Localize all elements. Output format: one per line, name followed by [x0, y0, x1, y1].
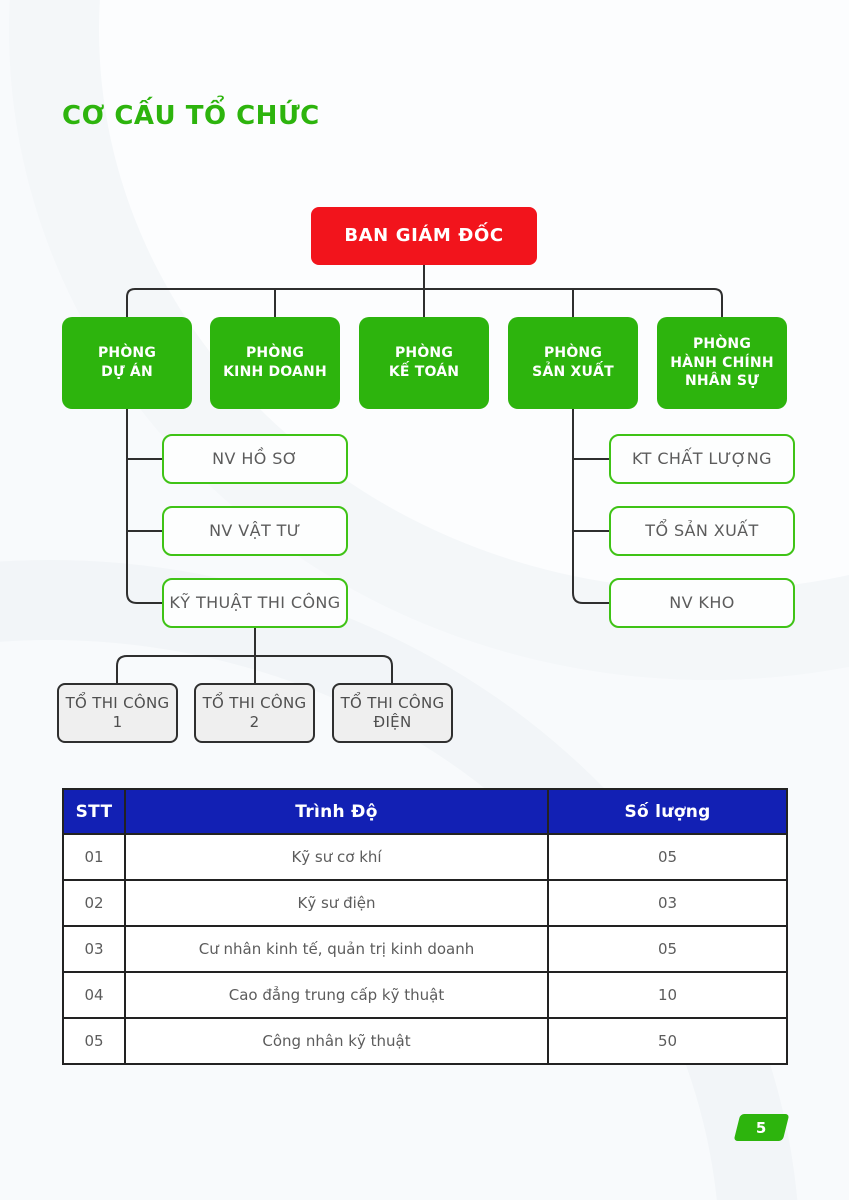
orgchart-node-materials-staff: NV VẬT TƯ [162, 506, 348, 556]
cell-stt: 02 [62, 879, 126, 927]
cell-level: Công nhân kỹ thuật [124, 1017, 549, 1065]
table-header-quantity: Số lượng [547, 788, 788, 835]
orgchart-node-documents-staff: NV HỒ SƠ [162, 434, 348, 484]
table-header-row: STT Trình Độ Số lượng [62, 788, 788, 835]
orgchart-node-production-team: TỔ SẢN XUẤT [609, 506, 795, 556]
orgchart-node-quality-control: KT CHẤT LƯỢNG [609, 434, 795, 484]
orgchart-node-dept-production: PHÒNG SẢN XUẤT [508, 317, 638, 409]
cell-level: Cao đẳng trung cấp kỹ thuật [124, 971, 549, 1019]
orgchart-node-warehouse-staff: NV KHO [609, 578, 795, 628]
cell-quantity: 50 [547, 1017, 788, 1065]
orgchart-node-dept-sales: PHÒNG KINH DOANH [210, 317, 340, 409]
page-number: 5 [756, 1118, 767, 1137]
cell-stt: 04 [62, 971, 126, 1019]
page-number-badge: 5 [733, 1114, 790, 1141]
cell-level: Kỹ sư cơ khí [124, 833, 549, 881]
cell-quantity: 05 [547, 833, 788, 881]
table-row: 04 Cao đẳng trung cấp kỹ thuật 10 [62, 971, 788, 1019]
table-header-stt: STT [62, 788, 126, 835]
staff-qualification-table: STT Trình Độ Số lượng 01 Kỹ sư cơ khí 05… [62, 788, 788, 1065]
cell-stt: 01 [62, 833, 126, 881]
cell-stt: 03 [62, 925, 126, 973]
cell-level: Cư nhân kinh tế, quản trị kinh doanh [124, 925, 549, 973]
table-row: 05 Công nhân kỹ thuật 50 [62, 1017, 788, 1065]
cell-quantity: 05 [547, 925, 788, 973]
orgchart-node-board: BAN GIÁM ĐỐC [311, 207, 537, 265]
orgchart-node-dept-hr: PHÒNG HÀNH CHÍNH NHÂN SỰ [657, 317, 787, 409]
orgchart-node-construction-team-electric: TỔ THI CÔNG ĐIỆN [332, 683, 453, 743]
cell-quantity: 10 [547, 971, 788, 1019]
table-row: 01 Kỹ sư cơ khí 05 [62, 833, 788, 881]
orgchart-node-construction-engineering: KỸ THUẬT THI CÔNG [162, 578, 348, 628]
table-row: 03 Cư nhân kinh tế, quản trị kinh doanh … [62, 925, 788, 973]
orgchart-node-construction-team-2: TỔ THI CÔNG 2 [194, 683, 315, 743]
table-row: 02 Kỹ sư điện 03 [62, 879, 788, 927]
cell-quantity: 03 [547, 879, 788, 927]
orgchart-node-construction-team-1: TỔ THI CÔNG 1 [57, 683, 178, 743]
cell-stt: 05 [62, 1017, 126, 1065]
orgchart-node-dept-project: PHÒNG DỰ ÁN [62, 317, 192, 409]
page-title: CƠ CẤU TỔ CHỨC [62, 101, 320, 131]
orgchart-node-dept-accounting: PHÒNG KẾ TOÁN [359, 317, 489, 409]
table-header-level: Trình Độ [124, 788, 549, 835]
cell-level: Kỹ sư điện [124, 879, 549, 927]
